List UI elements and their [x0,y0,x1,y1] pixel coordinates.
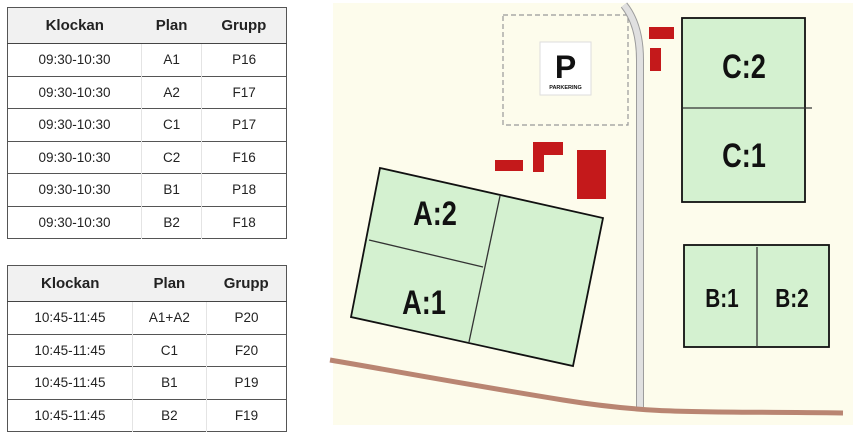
cell-group: P17 [201,108,287,141]
field-label-a1: A:1 [402,283,446,322]
cell-group: P16 [201,43,287,76]
building [650,48,661,71]
parking-label: PARKERING [549,85,582,91]
parking-area [502,14,629,126]
cell-time: 09:30-10:30 [7,205,142,239]
cell-time: 09:30-10:30 [7,75,142,109]
field-label-b2: B:2 [775,284,809,313]
cell-field: B1 [141,173,202,206]
building [577,150,606,199]
cell-field: A2 [141,75,202,109]
cell-time: 09:30-10:30 [7,108,142,141]
cell-field: B1 [131,366,207,399]
walking-path [329,357,844,416]
cell-time: 09:30-10:30 [7,173,142,206]
cell-time: 10:45-11:45 [7,301,133,334]
cell-field: B2 [131,398,207,432]
parking-sign-icon: P PARKERING [539,41,592,96]
cell-group: F20 [205,333,287,367]
column-header-group: Grupp [201,7,287,44]
column-header-time: Klockan [7,265,133,302]
field-label-a2: A:2 [413,194,457,233]
field-b: B:1 B:2 [683,244,830,348]
table-header-row: Klockan Plan Grupp [7,7,287,44]
cell-field: A1 [141,43,202,76]
cell-field: C1 [131,333,207,367]
table-header-row: Klockan Plan Grupp [7,265,287,302]
cell-group: F17 [201,75,287,109]
cell-time: 10:45-11:45 [7,366,133,399]
cell-group: F19 [205,398,287,432]
building [495,160,523,171]
cell-group: F16 [201,140,287,174]
column-header-group: Grupp [206,265,287,302]
field-label-b1: B:1 [705,284,739,313]
column-header-time: Klockan [7,7,142,44]
field-c: C:2 C:1 [681,17,812,203]
building [533,142,563,172]
cell-group: F18 [201,205,287,239]
cell-field: C1 [141,108,202,141]
building [649,27,674,39]
cell-time: 09:30-10:30 [7,140,142,174]
column-header-field: Plan [132,265,207,302]
field-a: A:2 A:1 [349,166,605,368]
road-fill [621,3,643,407]
cell-time: 10:45-11:45 [7,333,133,367]
cell-group: P18 [201,173,287,206]
field-label-c1: C:1 [722,136,766,175]
parking-letter: P [555,49,576,85]
column-header-field: Plan [141,7,202,44]
cell-group: P19 [205,366,287,399]
cell-field: C2 [141,140,202,174]
cell-time: 10:45-11:45 [7,398,133,432]
cell-field: B2 [141,205,202,239]
buildings [495,27,674,199]
cell-group: P20 [205,301,287,334]
cell-time: 09:30-10:30 [7,43,142,76]
cell-field: A1+A2 [131,301,207,334]
field-label-c2: C:2 [722,47,766,86]
